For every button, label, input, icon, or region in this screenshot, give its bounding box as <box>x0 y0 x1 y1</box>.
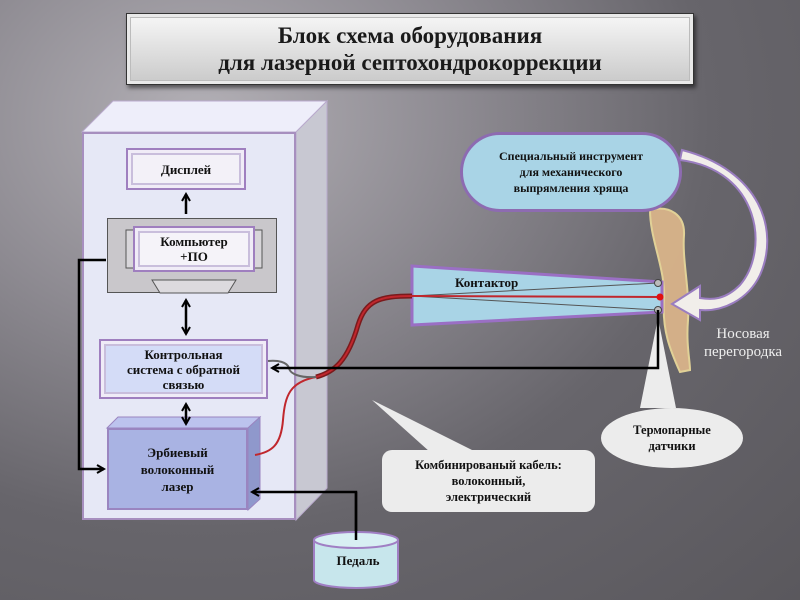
cable-callout-pointer <box>372 400 476 452</box>
control-label-2: система с обратной <box>127 361 240 377</box>
instrument-label-2: для механического <box>519 165 623 179</box>
laser-label-1: Эрбиевый <box>147 444 208 460</box>
thermocouple-wire-1 <box>411 282 659 297</box>
laser-side <box>247 415 261 512</box>
septum-label-1: Носовая <box>716 326 770 342</box>
display-label: Дисплей <box>160 161 212 177</box>
laser-fiber-in-contactor <box>411 295 661 298</box>
nasal-septum-label: Носовая перегородка <box>704 325 782 361</box>
septum-label-2: перегородка <box>704 344 783 360</box>
combined-cable-callout: Комбинированый кабель: волоконный, элект… <box>382 450 595 512</box>
control-label-3: связью <box>162 376 205 392</box>
pedal-label: Педаль <box>336 553 380 568</box>
laser-label-2: волоконный <box>140 461 215 477</box>
instrument-label-3: выпрямления хряща <box>513 181 629 195</box>
erbium-laser-block[interactable]: Эрбиевый волоконный лазер <box>107 428 248 510</box>
thermo-label-1: Термопарные <box>633 423 711 437</box>
control-system-block[interactable]: Контрольная система с обратной связью <box>99 339 268 399</box>
arrow-computer-to-laser <box>77 258 106 469</box>
pedal[interactable] <box>313 540 399 589</box>
display-block[interactable]: Дисплей <box>126 148 246 190</box>
title-line-2: для лазерной септохондрокоррекции <box>218 50 602 75</box>
thermocouple-callout: Термопарные датчики <box>601 408 743 468</box>
cable-label-1: Комбинированый кабель: <box>415 458 562 472</box>
curved-arrow-icon <box>670 148 769 322</box>
cabinet-side <box>295 99 328 522</box>
feedback-line-arrow <box>272 310 660 368</box>
computer-label-1: Компьютер <box>160 234 228 249</box>
cable-label-2: волоконный, <box>451 474 526 488</box>
thermocouple-wire-2 <box>411 295 659 311</box>
thermo-label-2: датчики <box>648 439 696 453</box>
laser-label-3: лазер <box>161 478 194 494</box>
cable-label-3: электрический <box>445 490 532 504</box>
combined-cable <box>315 293 413 380</box>
instrument-label-1: Специальный инструмент <box>499 149 643 163</box>
fiber-tip <box>656 293 664 301</box>
nasal-septum <box>648 207 692 374</box>
fiber-to-laser <box>254 376 317 456</box>
title-banner: Блок схема оборудования для лазерной сеп… <box>126 13 694 85</box>
special-instrument-callout[interactable]: Специальный инструмент для механического… <box>460 132 682 212</box>
contactor-label: Контактор <box>455 275 519 290</box>
computer-label-2: +ПО <box>180 249 208 264</box>
title-line-1: Блок схема оборудования <box>277 23 543 48</box>
thermocouple-tip-1 <box>654 279 662 287</box>
computer-base <box>151 279 237 294</box>
contactor[interactable] <box>410 264 664 327</box>
control-label-1: Контрольная <box>144 346 223 362</box>
computer-block[interactable]: Компьютер +ПО <box>133 226 255 272</box>
combined-cable-core <box>315 295 413 378</box>
